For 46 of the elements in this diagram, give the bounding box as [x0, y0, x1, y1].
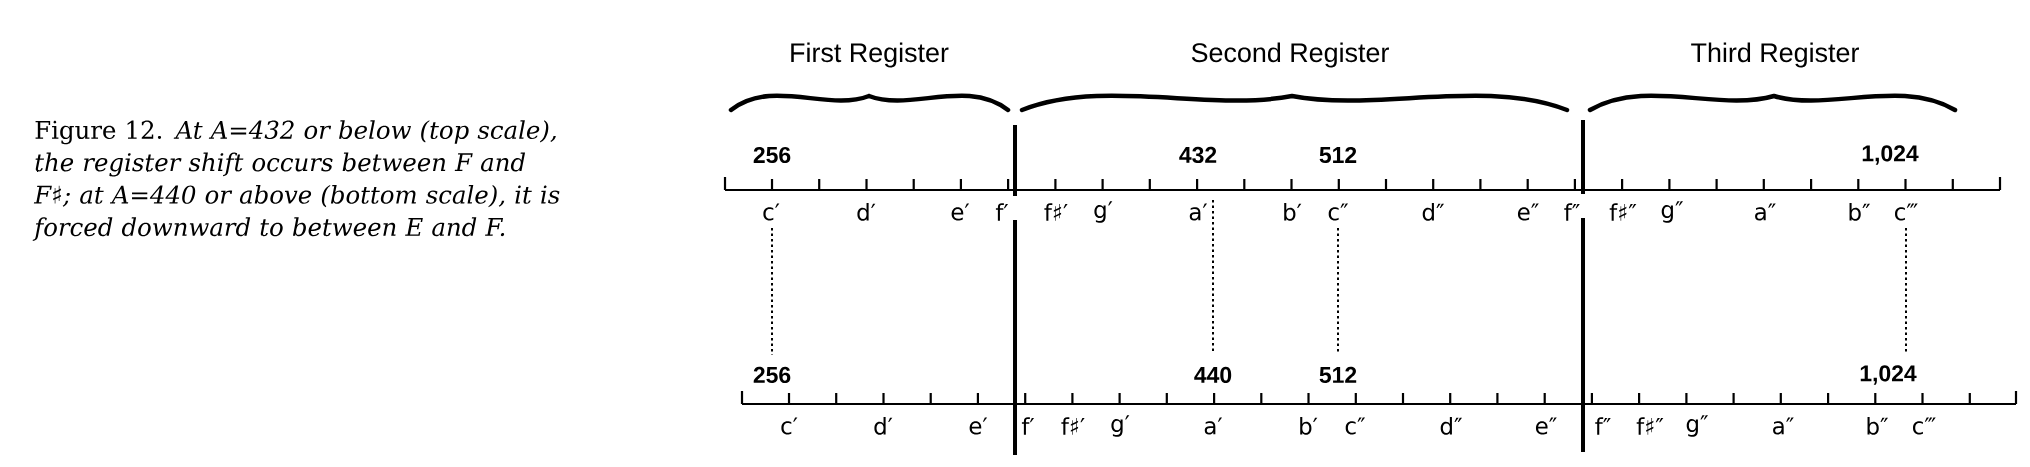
caption: Figure 12. At A=432 or below (top scale), the register shift occurs between F and F♯; at A=440 or above (bottom scale), it is forced downward to between E and F. [32, 120, 560, 241]
note-label: f♯″ [1636, 417, 1664, 435]
note-label: b′ [1300, 417, 1318, 435]
note-label: g′ [1111, 415, 1130, 437]
note-label: a″ [1755, 203, 1776, 221]
note-label: a′ [1189, 203, 1208, 221]
frequency-label: 432 [1179, 146, 1217, 164]
register-label: Third Register [1691, 42, 1859, 68]
frequency-label: 1,024 [1862, 145, 1919, 165]
note-label: c″ [1345, 417, 1366, 435]
register-label: First Register [791, 42, 949, 68]
note-label: c″ [1328, 203, 1349, 221]
note-label: b″ [1849, 203, 1870, 221]
frequency-label: 1,024 [1860, 365, 1917, 385]
note-label: a″ [1773, 417, 1794, 435]
frequency-label: 256 [753, 146, 791, 164]
note-label: f′ [1021, 417, 1035, 435]
note-label: e″ [1535, 417, 1557, 435]
note-label: d″ [1422, 203, 1444, 221]
note-label: g′ [1094, 201, 1113, 223]
note-label: b′ [1284, 203, 1302, 221]
note-label: e″ [1517, 203, 1539, 221]
note-label: f′ [995, 203, 1009, 221]
note-label: f″ [1564, 203, 1580, 221]
note-label: g″ [1661, 201, 1683, 223]
note-label: f♯′ [1044, 203, 1068, 221]
note-label: d′ [857, 203, 876, 221]
note-label: f″ [1595, 417, 1611, 435]
note-label: c′ [763, 203, 780, 221]
frequency-label: 256 [753, 366, 791, 384]
note-label: e′ [951, 203, 970, 221]
register-label: Second Register [1191, 42, 1389, 68]
note-label: f♯′ [1061, 417, 1085, 435]
note-label: a′ [1204, 417, 1223, 435]
note-label: f♯″ [1609, 203, 1637, 221]
note-label: c‴ [1913, 417, 1936, 435]
note-label: g″ [1686, 415, 1708, 437]
note-label: c′ [781, 417, 798, 435]
note-label: d′ [874, 417, 893, 435]
frequency-label: 512 [1319, 366, 1357, 384]
frequency-label: 512 [1319, 146, 1357, 164]
note-label: b″ [1867, 417, 1888, 435]
note-label: c‴ [1895, 203, 1918, 221]
note-label: e′ [969, 417, 988, 435]
note-label: d″ [1440, 417, 1462, 435]
frequency-label: 440 [1194, 366, 1232, 384]
